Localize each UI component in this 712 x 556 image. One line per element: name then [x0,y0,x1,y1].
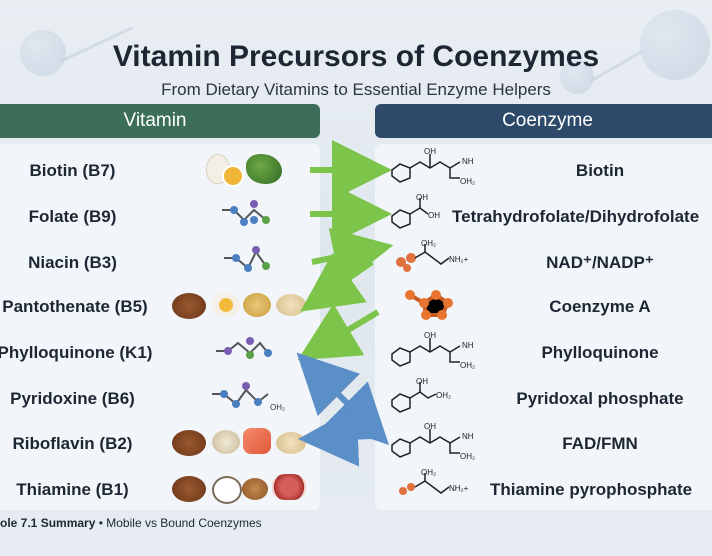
coenzyme-label: Biotin [575,161,625,180]
vitamin-label: Riboflavin (B2) [12,434,133,453]
biotin-structure-icon: OH NH OH₂ [391,147,475,186]
greens-icon [246,154,282,184]
vitamin-label: Thiamine (B1) [16,480,129,499]
svg-text:NH₂+: NH₂+ [449,255,469,264]
vitamin-label: Pantothenate (B5) [2,297,148,316]
fad-structure-icon: OH NH OH₂ [391,422,475,461]
egg-icon [212,293,240,317]
svg-text:NH: NH [462,432,474,441]
coenzyme-label: Coenzyme A [549,297,651,316]
svg-text:OH: OH [424,331,436,340]
coenzyme-label: Pyridoxal phosphate [516,389,684,408]
svg-text:OH: OH [416,377,428,386]
footer-prefix: ole 7.1 Summary [0,516,96,530]
page-title: Vitamin Precursors of Coenzymes [112,40,600,73]
egg-yolk-icon [222,165,244,187]
vitamin-label: Phylloquinone (K1) [0,343,153,362]
svg-text:OH₂: OH₂ [460,177,475,186]
vitamin-label: Niacin (B3) [28,253,117,272]
svg-text:NH: NH [462,341,474,350]
footer-separator: • [95,516,107,530]
almond-icon [242,478,268,500]
svg-text:NH: NH [462,157,474,166]
svg-text:OH₂: OH₂ [460,361,475,370]
grain-icon [243,293,271,317]
phylloquinone-structure-icon [216,337,272,359]
coenzyme-label: Phylloquinone [541,343,659,362]
folate-structure-icon [222,200,270,226]
page-subtitle: From Dietary Vitamins to Essential Enzym… [161,80,551,99]
footer-caption: ole 7.1 Summary • Mobile vs Bound Coenzy… [0,516,262,530]
lentils-icon [172,430,206,456]
steak-icon [272,474,306,500]
vitamin-label: Folate (B9) [28,207,117,226]
coenzyme-label: FAD/FMN [562,434,638,453]
pyridoxal-structure-icon: OH OH₂ [391,377,451,413]
svg-text:OH: OH [424,422,436,431]
coenzyme-panel [375,144,712,510]
lentils-icon [172,293,206,319]
svg-text:OH₂: OH₂ [270,403,285,412]
svg-text:OH: OH [424,147,436,156]
nad-structure-icon: OH₂ NH₂+ [396,239,469,272]
svg-text:OH₂: OH₂ [421,468,436,477]
coenzyme-column-header: Coenzyme [375,104,712,138]
vitamin-column-header: Vitamin [0,104,320,138]
coenzyme-label: Tetrahydrofolate/Dihydrofolate [452,207,700,226]
green-arrow [297,140,394,361]
pyridoxine-structure-icon: OH₂ [212,382,285,412]
blue-double-arrow [296,352,389,467]
svg-text:OH₂: OH₂ [421,239,436,248]
phylloquinone-coenzyme-structure-icon: OH NH OH₂ [391,331,475,370]
svg-text:OH₂: OH₂ [436,391,451,400]
folate-coenzyme-structure-icon: OH OH [391,193,440,229]
coenzyme-label: NAD⁺/NADP⁺ [546,253,654,272]
thiamine-pp-structure-icon: OH₂ NH₂+ [399,468,469,495]
salmon-icon [243,428,271,454]
svg-text:OH: OH [428,211,440,220]
coenzyme-a-structure-icon [405,290,453,320]
coenzyme-label: Thiamine pyrophosphate [490,480,693,499]
background-molecule [640,10,710,80]
footer-text: Mobile vs Bound Coenzymes [106,516,262,530]
lentils-icon [172,476,206,502]
mushroom-icon [212,430,240,454]
vitamin-label: Biotin (B7) [29,161,116,180]
niacin-structure-icon [224,246,270,272]
svg-text:OH: OH [416,193,428,202]
svg-text:NH₂+: NH₂+ [449,484,469,493]
svg-text:OH₂: OH₂ [460,452,475,461]
nut-icon [212,476,242,504]
background-molecule [20,30,66,76]
background-molecule [560,60,594,94]
vitamin-label: Pyridoxine (B6) [10,389,135,408]
